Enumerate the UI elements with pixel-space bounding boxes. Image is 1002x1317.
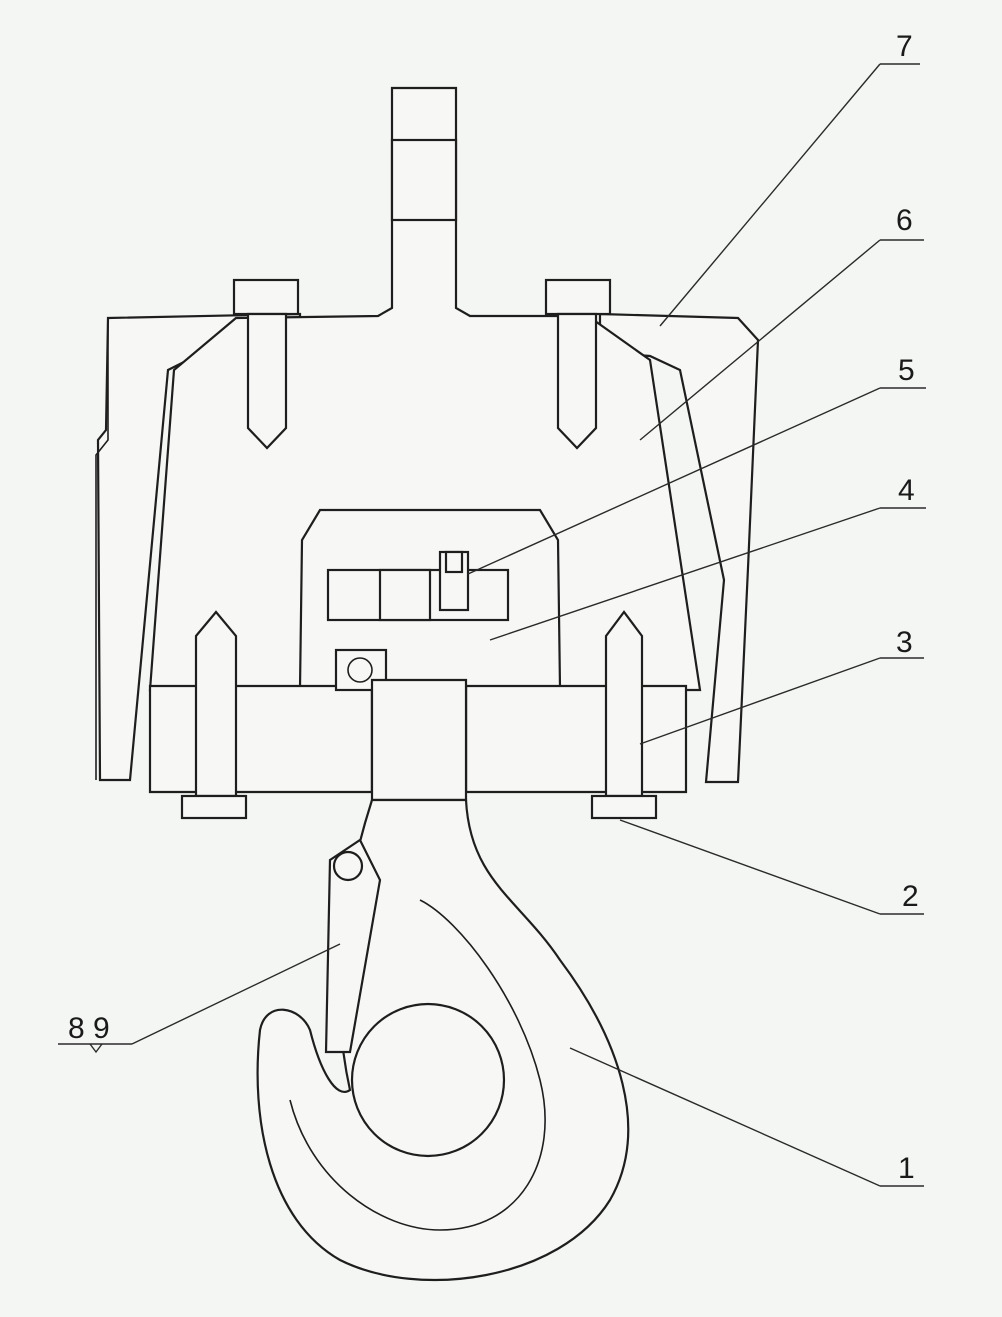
callout-labels: 7 6 5 4 3 2 1 8 9 bbox=[68, 30, 919, 1185]
callout-4: 4 bbox=[898, 474, 915, 507]
callout-2: 2 bbox=[902, 880, 919, 913]
callout-7: 7 bbox=[896, 30, 913, 63]
hook-shank bbox=[370, 678, 468, 802]
top-bolt-left bbox=[232, 278, 300, 450]
leader-lines bbox=[58, 63, 926, 1187]
hook-body bbox=[256, 798, 630, 1282]
callout-6: 6 bbox=[896, 204, 913, 237]
top-bolt-right bbox=[544, 278, 612, 450]
bottom-bolt-right bbox=[590, 610, 658, 820]
callout-5: 5 bbox=[898, 354, 915, 387]
bottom-bolt-left bbox=[180, 610, 248, 820]
bearing-assembly bbox=[326, 550, 510, 692]
callout-3: 3 bbox=[896, 626, 913, 659]
callout-8-9: 8 9 bbox=[68, 1012, 110, 1045]
safety-latch bbox=[324, 838, 382, 1054]
callout-1: 1 bbox=[898, 1152, 915, 1185]
